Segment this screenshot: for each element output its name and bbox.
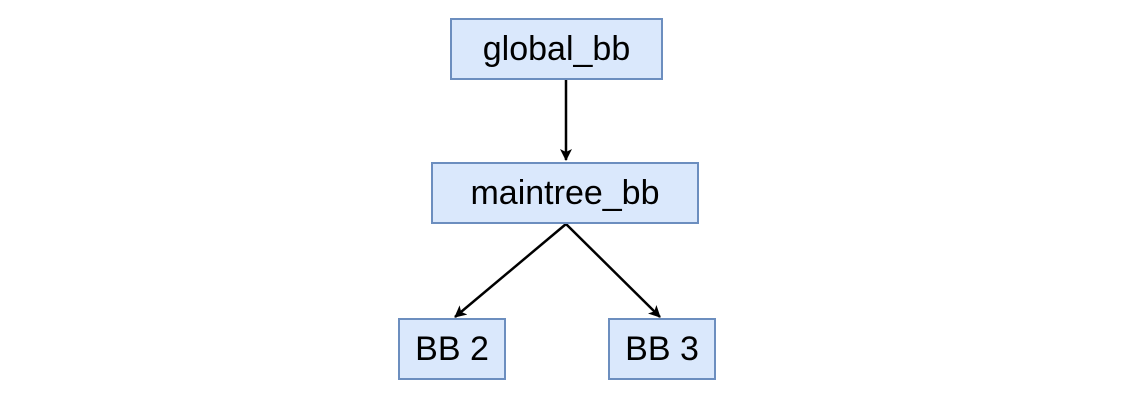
edge-maintree-to-bb3 — [565, 223, 661, 318]
node-label-bb3: BB 3 — [625, 329, 699, 368]
edge-maintree-to-bb2 — [454, 223, 567, 318]
node-label-global-bb: global_bb — [482, 29, 631, 68]
node-global-bb: global_bb — [450, 18, 663, 80]
node-label-maintree-bb: maintree_bb — [470, 173, 660, 212]
node-label-bb2: BB 2 — [415, 329, 489, 368]
node-maintree-bb: maintree_bb — [431, 162, 699, 224]
node-bb2: BB 2 — [398, 318, 506, 380]
node-bb3: BB 3 — [608, 318, 716, 380]
